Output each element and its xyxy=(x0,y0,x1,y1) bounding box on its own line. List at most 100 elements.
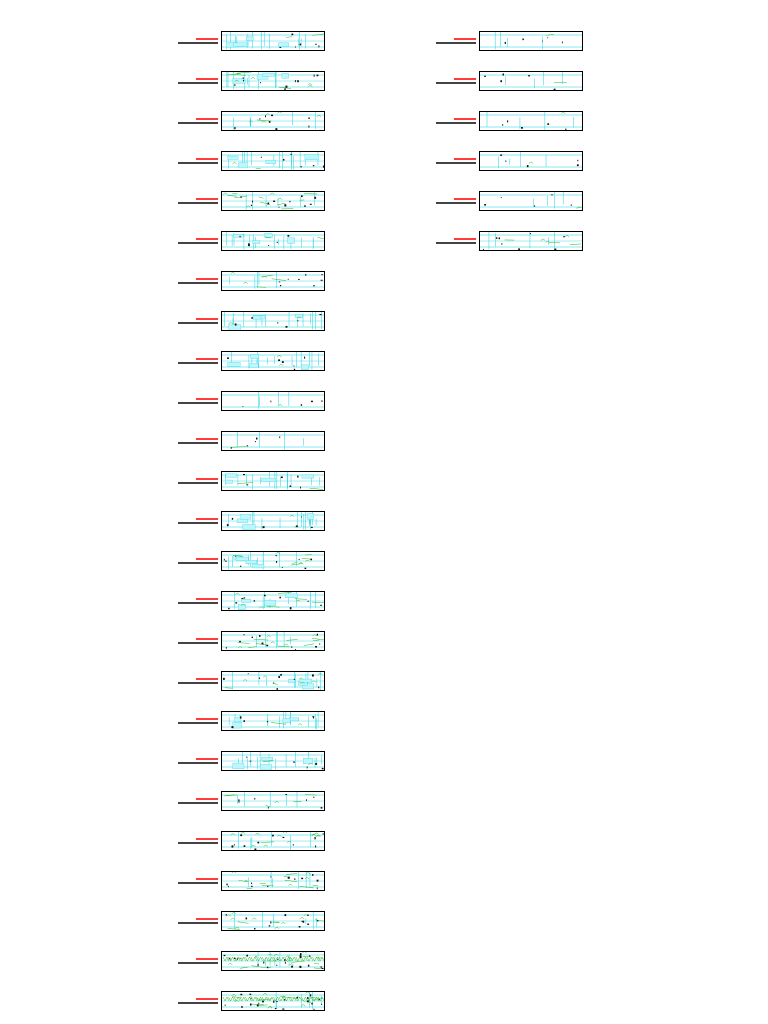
cyan-linework xyxy=(222,992,324,1010)
floor-plan-thumbnail xyxy=(479,151,583,171)
green-linework xyxy=(576,206,583,209)
sheet-title-mark xyxy=(196,838,218,840)
green-linework xyxy=(270,722,303,726)
sheet-subtitle-mark xyxy=(178,562,218,564)
sheet-title-mark xyxy=(196,198,218,200)
sheet-label xyxy=(170,957,218,965)
sheet-label xyxy=(428,197,476,205)
symbol-marks xyxy=(239,234,290,247)
green-linework xyxy=(277,355,284,366)
green-linework xyxy=(224,794,317,808)
sheet-subtitle-mark xyxy=(436,242,476,244)
sheet-label xyxy=(170,237,218,245)
floor-plan-thumbnail xyxy=(221,871,325,891)
sheet-label xyxy=(428,117,476,125)
sheet-subtitle-mark xyxy=(178,842,218,844)
left-column xyxy=(170,30,325,1012)
sheet-subtitle-mark xyxy=(178,522,218,524)
cyan-linework xyxy=(222,32,324,50)
symbol-marks xyxy=(278,273,324,287)
sheet-title-mark xyxy=(196,318,218,320)
sheet-subtitle-mark xyxy=(178,242,218,244)
green-linework xyxy=(223,192,318,210)
sheet-entry xyxy=(170,430,325,452)
symbol-marks xyxy=(226,874,319,890)
floor-plan-thumbnail xyxy=(221,111,325,131)
sheet-label xyxy=(170,197,218,205)
sheet-subtitle-mark xyxy=(178,642,218,644)
sheet-entry xyxy=(428,150,583,172)
sheet-entry xyxy=(170,510,325,532)
sheet-subtitle-mark xyxy=(436,162,476,164)
sheet-entry xyxy=(170,110,325,132)
sheet-title-mark xyxy=(196,598,218,600)
sheet-entry xyxy=(428,70,583,92)
floor-plan-thumbnail xyxy=(221,831,325,851)
green-linework xyxy=(286,33,325,38)
symbol-marks xyxy=(231,833,324,851)
sheet-entry xyxy=(170,910,325,932)
sheet-subtitle-mark xyxy=(178,402,218,404)
sheet-title-mark xyxy=(196,878,218,880)
symbol-marks xyxy=(227,356,306,371)
sheet-entry xyxy=(170,470,325,492)
sheet-title-mark xyxy=(454,38,476,40)
symbol-marks xyxy=(242,400,323,408)
symbol-marks xyxy=(231,716,315,729)
sheet-subtitle-mark xyxy=(178,922,218,924)
sheet-entry xyxy=(170,830,325,852)
green-linework xyxy=(232,162,261,169)
sheet-subtitle-mark xyxy=(178,882,218,884)
floor-plan-thumbnail xyxy=(221,751,325,771)
symbol-marks xyxy=(504,37,563,44)
sheet-entry xyxy=(170,870,325,892)
cyan-linework xyxy=(480,112,582,130)
cyan-linework xyxy=(480,72,582,89)
symbol-marks xyxy=(238,794,323,809)
sheet-title-mark xyxy=(196,358,218,360)
sheet-title-mark xyxy=(196,158,218,160)
sheet-label xyxy=(170,477,218,485)
green-linework xyxy=(504,235,582,245)
sheet-title-mark xyxy=(196,678,218,680)
floor-plan-thumbnail xyxy=(221,311,325,331)
sheet-entry xyxy=(170,30,325,52)
sheet-subtitle-mark xyxy=(178,1002,218,1004)
green-linework xyxy=(264,236,325,240)
symbol-marks xyxy=(225,913,319,930)
sheet-entry xyxy=(170,270,325,292)
sheet-entry xyxy=(170,990,325,1012)
sheet-title-mark xyxy=(454,118,476,120)
sheet-label xyxy=(170,597,218,605)
sheet-entry xyxy=(170,230,325,252)
sheet-label xyxy=(170,637,218,645)
sheet-label xyxy=(170,157,218,165)
floor-plan-thumbnail xyxy=(221,151,325,171)
sheet-title-mark xyxy=(196,558,218,560)
green-linework xyxy=(230,831,322,848)
sheet-label xyxy=(170,437,218,445)
sheet-label xyxy=(170,717,218,725)
sheet-entry xyxy=(170,390,325,412)
sheet-label xyxy=(170,757,218,765)
symbol-marks xyxy=(230,436,281,449)
symbol-marks xyxy=(224,993,323,1011)
symbol-marks xyxy=(260,153,325,168)
floor-plan-thumbnail xyxy=(221,231,325,251)
sheet-title-mark xyxy=(196,238,218,240)
sheet-title-mark xyxy=(196,78,218,80)
sheet-entry xyxy=(170,310,325,332)
cyan-linework xyxy=(222,272,324,289)
cyan-linework xyxy=(222,232,324,250)
floor-plan-thumbnail xyxy=(221,271,325,291)
sheet-subtitle-mark xyxy=(178,122,218,124)
sheet-entry xyxy=(170,150,325,172)
sheet-label xyxy=(170,77,218,85)
sheet-title-mark xyxy=(196,798,218,800)
floor-plan-thumbnail xyxy=(221,431,325,451)
symbol-marks xyxy=(482,233,565,251)
sheet-entry xyxy=(170,70,325,92)
sheet-label xyxy=(170,997,218,1005)
sheet-subtitle-mark xyxy=(178,82,218,84)
